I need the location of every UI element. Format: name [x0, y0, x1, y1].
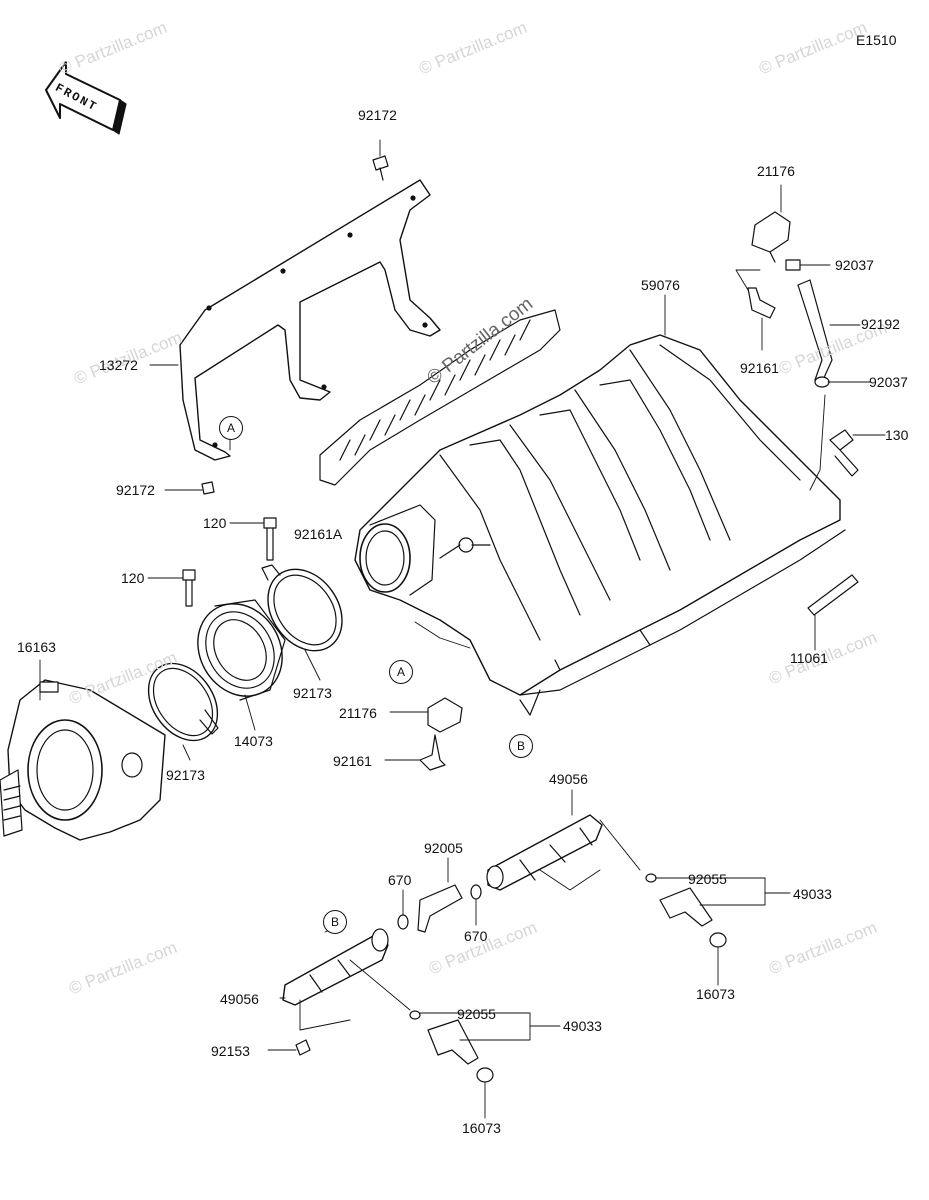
part-label: 13272 [99, 357, 138, 373]
leader-lines [39, 139, 886, 1119]
ref-circle-a: A [389, 660, 413, 684]
bolt-120-lower [182, 569, 196, 607]
injector-49033-lower [427, 1019, 479, 1065]
diagram-code: E1510 [856, 32, 897, 48]
part-label: 92037 [869, 374, 908, 390]
seal-16073-lower [476, 1067, 494, 1083]
part-label: 130 [885, 427, 909, 443]
part-label: 92192 [861, 316, 900, 332]
part-label: 120 [203, 515, 227, 531]
part-label: 49033 [563, 1018, 602, 1034]
clamp-92173-right [261, 564, 343, 652]
part-label: 16163 [17, 639, 56, 655]
sensor-92161-top [747, 287, 776, 319]
sensor-21176-mid [427, 697, 463, 733]
o-ring-92055-lower [409, 1010, 421, 1020]
seal-16073-upper [709, 932, 727, 948]
part-label: 16073 [696, 986, 735, 1002]
bolt-92172-top [372, 155, 389, 181]
part-label: 11061 [790, 650, 828, 666]
part-label: 49056 [220, 991, 259, 1007]
part-label: 92037 [835, 257, 874, 273]
part-label: 59076 [641, 277, 680, 293]
bolt-92153 [295, 1039, 311, 1056]
sensor-92161-mid [419, 734, 446, 771]
ref-circle-b: B [323, 910, 347, 934]
part-label: 16073 [462, 1120, 501, 1136]
fuel-rail-49056-bottom [282, 928, 389, 1006]
throttle-body-16163 [0, 679, 166, 841]
part-label: 92005 [424, 840, 463, 856]
part-label: 92173 [166, 767, 205, 783]
part-label: 92161A [294, 526, 343, 542]
bracket-92161A [319, 309, 561, 486]
bolt-120-upper [263, 517, 277, 561]
heat-shield-13272 [179, 179, 441, 461]
bolt-92172-bottom [201, 481, 215, 495]
front-arrow-icon [45, 61, 127, 135]
clip-92037-upper [785, 259, 801, 271]
o-ring-92055-upper [645, 873, 657, 883]
part-label: 120 [121, 570, 145, 586]
sensor-21176-top [751, 211, 791, 263]
part-label: 92173 [293, 685, 332, 701]
part-label: 92055 [688, 871, 727, 887]
o-ring-670-right [470, 884, 482, 900]
part-label: 49056 [549, 771, 588, 787]
fuel-rail-49056-top [486, 814, 603, 891]
intake-manifold-59076 [354, 334, 846, 716]
part-label: 21176 [339, 705, 377, 721]
part-label: 670 [464, 928, 488, 944]
gasket-11061 [807, 574, 859, 616]
injector-49033-upper [659, 887, 713, 927]
part-label: 92161 [740, 360, 779, 376]
clip-92037-lower [814, 376, 830, 388]
part-label: 92055 [457, 1006, 496, 1022]
o-ring-670-left [397, 914, 409, 930]
part-label: 92161 [333, 753, 372, 769]
regulator-92005 [417, 884, 463, 933]
part-label: 92172 [116, 482, 155, 498]
adapter-14073 [197, 599, 286, 701]
part-label: 21176 [757, 163, 795, 179]
ref-circle-b: B [509, 734, 533, 758]
part-label: 14073 [234, 733, 273, 749]
clamp-92173-left [147, 662, 219, 742]
part-label: 92172 [358, 107, 397, 123]
part-label: 92153 [211, 1043, 250, 1059]
part-label: 49033 [793, 886, 832, 902]
part-label: 670 [388, 872, 412, 888]
bolt-130 [829, 429, 859, 477]
ref-circle-a: A [219, 416, 243, 440]
